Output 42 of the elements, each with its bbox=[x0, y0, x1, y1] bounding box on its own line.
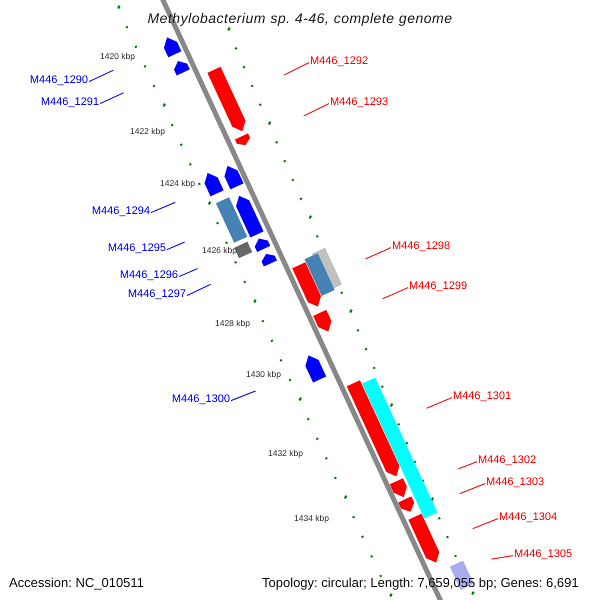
gene-label: M446_1298 bbox=[392, 241, 450, 252]
gene-label: M446_1294 bbox=[92, 206, 150, 217]
gene-label: M446_1297 bbox=[128, 289, 186, 300]
tick-label: 1434 kbp bbox=[294, 514, 329, 522]
leader-line bbox=[150, 202, 176, 214]
tick-label: 1428 kbp bbox=[215, 319, 250, 328]
gene-label: M446_1295 bbox=[108, 243, 166, 254]
gene-label: M446_1305 bbox=[514, 549, 572, 560]
accession-note: Accession: NC_010511 bbox=[9, 576, 144, 589]
gene-label: M446_1291 bbox=[40, 97, 99, 108]
gene-label: M446_1290 bbox=[30, 75, 88, 86]
genome-summary: Topology: circular; Length: 7,659,055 bp; Genes: 6,691 bbox=[262, 576, 579, 589]
gene-label: M446_1300 bbox=[172, 394, 230, 405]
gene-label: M446_1293 bbox=[330, 97, 388, 108]
leader-line bbox=[472, 518, 498, 530]
gene-label: M446_1296 bbox=[120, 270, 178, 281]
leader-line bbox=[88, 70, 114, 82]
leader-line bbox=[491, 555, 514, 560]
tick-label: 1432 kbp bbox=[268, 449, 303, 458]
leader-line bbox=[100, 92, 124, 104]
gene-label: M446_1299 bbox=[409, 281, 468, 292]
leader-line bbox=[303, 103, 330, 116]
tick-label: 1430 kbp bbox=[246, 370, 281, 378]
gene-label: M446_1301 bbox=[453, 391, 512, 402]
leader-line bbox=[230, 390, 256, 402]
leader-line bbox=[186, 284, 212, 296]
gene-label: M446_1292 bbox=[310, 56, 368, 67]
diagram-title: Methylobacterium sp. 4-46, complete genome bbox=[146, 11, 454, 25]
tick-label: 1424 kbp bbox=[160, 179, 195, 188]
leader-line bbox=[426, 397, 452, 409]
leader-line bbox=[178, 268, 198, 278]
gene-label: M446_1303 bbox=[486, 477, 544, 488]
leader-line bbox=[382, 287, 408, 300]
leader-line bbox=[284, 62, 310, 76]
leader-line bbox=[365, 247, 392, 260]
gene-label: M446_1304 bbox=[499, 512, 558, 523]
gene-label: M446_1302 bbox=[478, 455, 536, 466]
tick-label: 1420 kbp bbox=[100, 52, 135, 60]
tick-label: 1422 kbp bbox=[130, 127, 165, 136]
leader-line bbox=[458, 461, 478, 470]
leader-line bbox=[166, 242, 186, 250]
leader-line bbox=[459, 483, 486, 494]
